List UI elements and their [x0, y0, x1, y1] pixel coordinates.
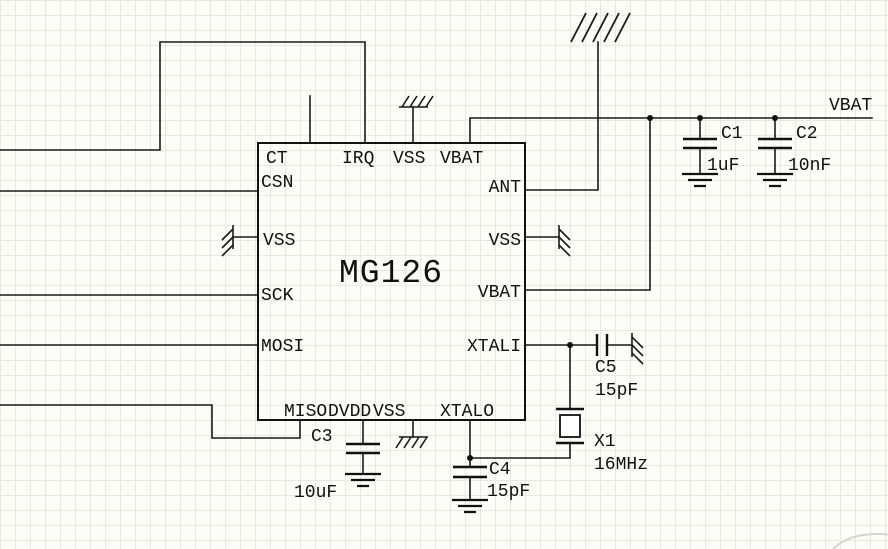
- capacitor-c4: C4 15pF: [452, 460, 530, 514]
- pin-label-mosi: MOSI: [261, 337, 304, 357]
- earth-ground-icon-top-vss: [399, 95, 434, 108]
- value-c5: 15pF: [595, 381, 638, 401]
- pin-label-ant: ANT: [489, 178, 522, 198]
- hatch-line: [570, 12, 587, 43]
- pin-label-vbat-right: VBAT: [478, 283, 521, 303]
- capacitor-c2: C2 10nF: [757, 124, 831, 188]
- junction-dot: [467, 455, 473, 461]
- earth-hatch: [631, 336, 644, 365]
- cap-plates: [346, 442, 380, 455]
- earth-ground-icon-right-vss: [558, 225, 571, 257]
- capacitor-c3: C3 10uF: [294, 427, 381, 503]
- cap-plates: [453, 465, 487, 479]
- chassis-ground-icon: [570, 12, 631, 43]
- value-c4: 15pF: [487, 482, 530, 502]
- earth-hatch: [395, 436, 428, 449]
- pin-label-miso: MISO: [284, 402, 327, 422]
- cap-plates: [758, 137, 792, 150]
- wire-irq-step: [0, 41, 366, 151]
- hatch-line: [603, 12, 620, 43]
- pin-label-vss-left: VSS: [263, 231, 295, 251]
- wire-vbat-right: [524, 117, 651, 291]
- earth-hatch: [558, 228, 571, 257]
- earth-ground-icon-left-vss: [221, 225, 234, 257]
- ground-symbol: [757, 172, 793, 188]
- ref-c5: C5: [595, 358, 617, 378]
- wire-miso: [0, 404, 301, 439]
- earth-ground-icon-bottom-vss: [395, 436, 428, 449]
- pin-label-xtalo: XTALO: [440, 402, 494, 422]
- ground-symbol: [345, 472, 381, 488]
- ref-c2: C2: [796, 124, 818, 144]
- pin-label-vbat-top: VBAT: [440, 149, 483, 169]
- junction-dot: [567, 342, 573, 348]
- wires: [0, 41, 873, 501]
- earth-hatch: [221, 228, 234, 257]
- ic-body: [257, 142, 526, 421]
- ic-mg126: MG126 CT IRQ VSS VBAT CSN VSS SCK MOSI A…: [257, 142, 526, 422]
- crystal-x1: X1 16MHz: [556, 407, 648, 475]
- wire-ant: [524, 41, 599, 191]
- wire-xtal-bottom: [469, 442, 571, 459]
- value-c3: 10uF: [294, 483, 337, 503]
- earth-ground-icon-c5: [631, 333, 644, 365]
- ref-c4: C4: [489, 460, 511, 480]
- ref-x1: X1: [594, 432, 616, 452]
- ground-symbol: [452, 498, 488, 514]
- ground-symbol: [682, 172, 718, 188]
- hatch-line: [592, 12, 609, 43]
- earth-hatch: [401, 95, 434, 108]
- pin-label-vss-top: VSS: [393, 149, 425, 169]
- net-label-vbat: VBAT: [829, 96, 872, 116]
- watermark-arc: [832, 533, 888, 549]
- ref-c1: C1: [721, 124, 743, 144]
- pin-label-vss-bottom: VSS: [373, 402, 405, 422]
- wire-vbat-rail: [469, 117, 873, 144]
- pin-label-ct: CT: [266, 149, 288, 169]
- ic-name: MG126: [339, 255, 443, 292]
- junction-dot: [697, 115, 703, 121]
- junction-dot: [647, 115, 653, 121]
- pin-label-sck: SCK: [261, 286, 294, 306]
- ref-c3: C3: [311, 427, 333, 447]
- pin-label-irq: IRQ: [342, 149, 374, 169]
- junction-dot: [772, 115, 778, 121]
- cap-plates: [683, 137, 717, 150]
- hatch-line: [614, 12, 631, 43]
- pin-label-vss-right: VSS: [489, 231, 521, 251]
- hatch-line: [581, 12, 598, 43]
- junction-dots: [467, 115, 778, 461]
- pin-label-csn: CSN: [261, 173, 293, 193]
- capacitor-c5: C5 15pF: [595, 334, 638, 401]
- value-x1: 16MHz: [594, 455, 648, 475]
- value-c2: 10nF: [788, 156, 831, 176]
- pin-label-xtali: XTALI: [467, 337, 521, 357]
- crystal-plates: [556, 407, 584, 445]
- capacitor-c1: C1 1uF: [682, 124, 743, 188]
- crystal-body: [559, 414, 581, 438]
- value-c1: 1uF: [707, 156, 739, 176]
- cap-plates: [595, 334, 609, 356]
- pin-label-dvdd: DVDD: [328, 402, 371, 422]
